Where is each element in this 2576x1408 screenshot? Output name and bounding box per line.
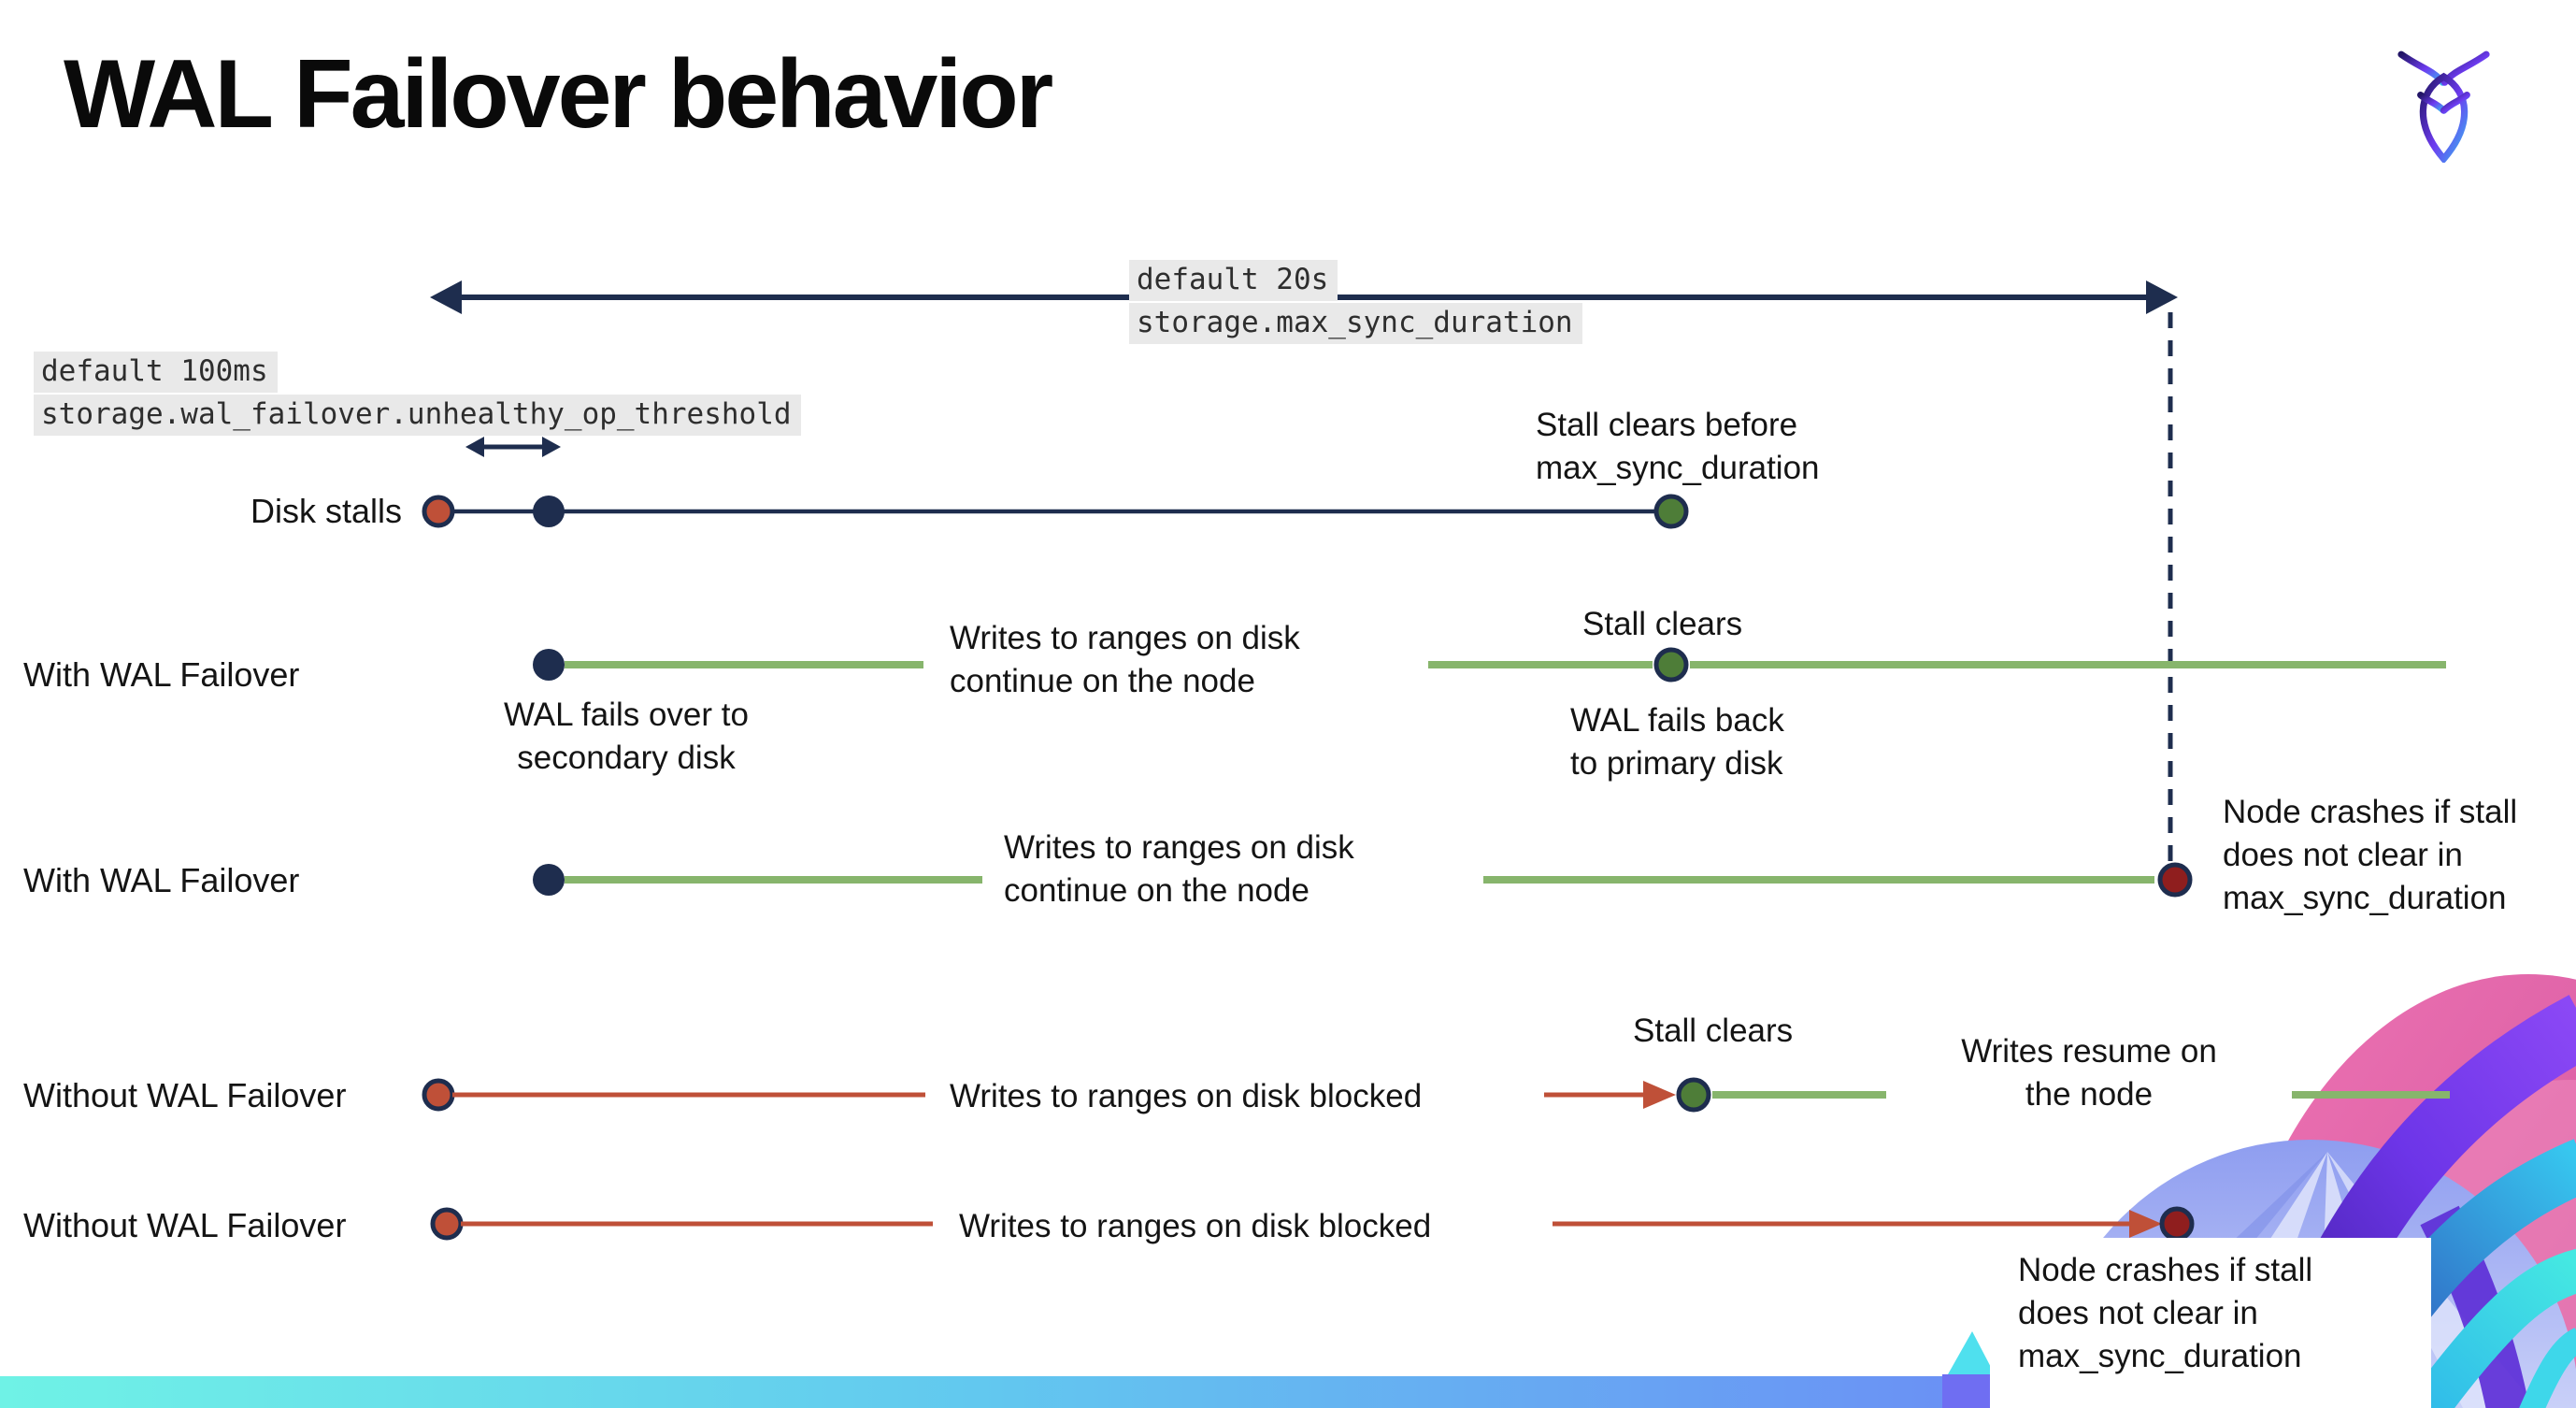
setting-default-chip: default 100ms <box>34 352 278 393</box>
note-wal-fails-over: WAL fails over to secondary disk <box>504 697 749 776</box>
row2-stall-clears-dot <box>1653 647 1689 682</box>
row-label-with-wal-failover: With WAL Failover <box>23 861 300 899</box>
row4-stall-start-dot <box>422 1078 455 1112</box>
row-label-without-wal-failover: Without WAL Failover <box>23 1076 347 1114</box>
note-node-crashes: Node crashes if stall does not clear in … <box>2223 794 2518 916</box>
row5-crash-dot <box>2159 1206 2195 1242</box>
note-writes-blocked: Writes to ranges on disk blocked <box>959 1208 1432 1244</box>
span-arrowhead-right <box>2146 280 2178 314</box>
note-writes-resume: Writes resume on the node <box>1961 1033 2217 1113</box>
setting-name-chip: storage.max_sync_duration <box>1129 303 1582 344</box>
threshold-arrowhead-left <box>465 437 484 457</box>
note-writes-continue: Writes to ranges on disk continue on the… <box>950 620 1300 699</box>
cyan-arc-small <box>2519 1328 2576 1408</box>
setting-default-chip: default 20s <box>1129 260 1338 301</box>
threshold-arrowhead-right <box>542 437 561 457</box>
setting-name-chip: storage.wal_failover.unhealthy_op_thresh… <box>34 395 801 436</box>
row3-crash-dot <box>2157 862 2193 898</box>
crash-callout-box: Node crashes if stall does not clear in … <box>1990 1238 2431 1408</box>
row2-failover-dot <box>533 649 565 681</box>
row-label-with-wal-failover: With WAL Failover <box>23 655 300 694</box>
row1-stall-clears-dot <box>1653 494 1689 529</box>
note-stall-clears: Stall clears <box>1582 606 1743 642</box>
cyan-arc <box>2403 1248 2576 1408</box>
row5-red-arrowhead <box>2129 1210 2162 1238</box>
note-stall-clears-before: Stall clears before max_sync_duration <box>1536 407 1820 486</box>
row1-threshold-dot <box>533 496 565 527</box>
purple-tip-shape <box>1942 1374 1991 1408</box>
note-node-crashes: Node crashes if stall does not clear in … <box>2018 1252 2313 1374</box>
note-wal-fails-back: WAL fails back to primary disk <box>1570 702 1784 782</box>
row4-stall-clears-dot <box>1676 1077 1711 1113</box>
note-stall-clears: Stall clears <box>1633 1013 1794 1049</box>
note-writes-blocked: Writes to ranges on disk blocked <box>950 1078 1423 1114</box>
unhealthy-op-threshold-labels: default 100ms storage.wal_failover.unhea… <box>34 352 801 436</box>
row1-stall-start-dot <box>422 495 455 528</box>
row-label-disk-stalls: Disk stalls <box>250 492 402 530</box>
cyan-tip-shape <box>1948 1331 1995 1374</box>
span-arrowhead-left <box>430 280 462 314</box>
page-title: WAL Failover behavior <box>64 40 1053 149</box>
max-sync-duration-labels: default 20s storage.max_sync_duration <box>1129 260 1582 344</box>
row3-failover-dot <box>533 864 565 896</box>
row5-stall-start-dot <box>430 1207 464 1241</box>
row-label-without-wal-failover: Without WAL Failover <box>23 1206 347 1244</box>
note-writes-continue: Writes to ranges on disk continue on the… <box>1004 829 1354 909</box>
row4-red-arrowhead <box>1643 1081 1676 1109</box>
cockroachdb-logo-icon <box>2397 50 2490 163</box>
